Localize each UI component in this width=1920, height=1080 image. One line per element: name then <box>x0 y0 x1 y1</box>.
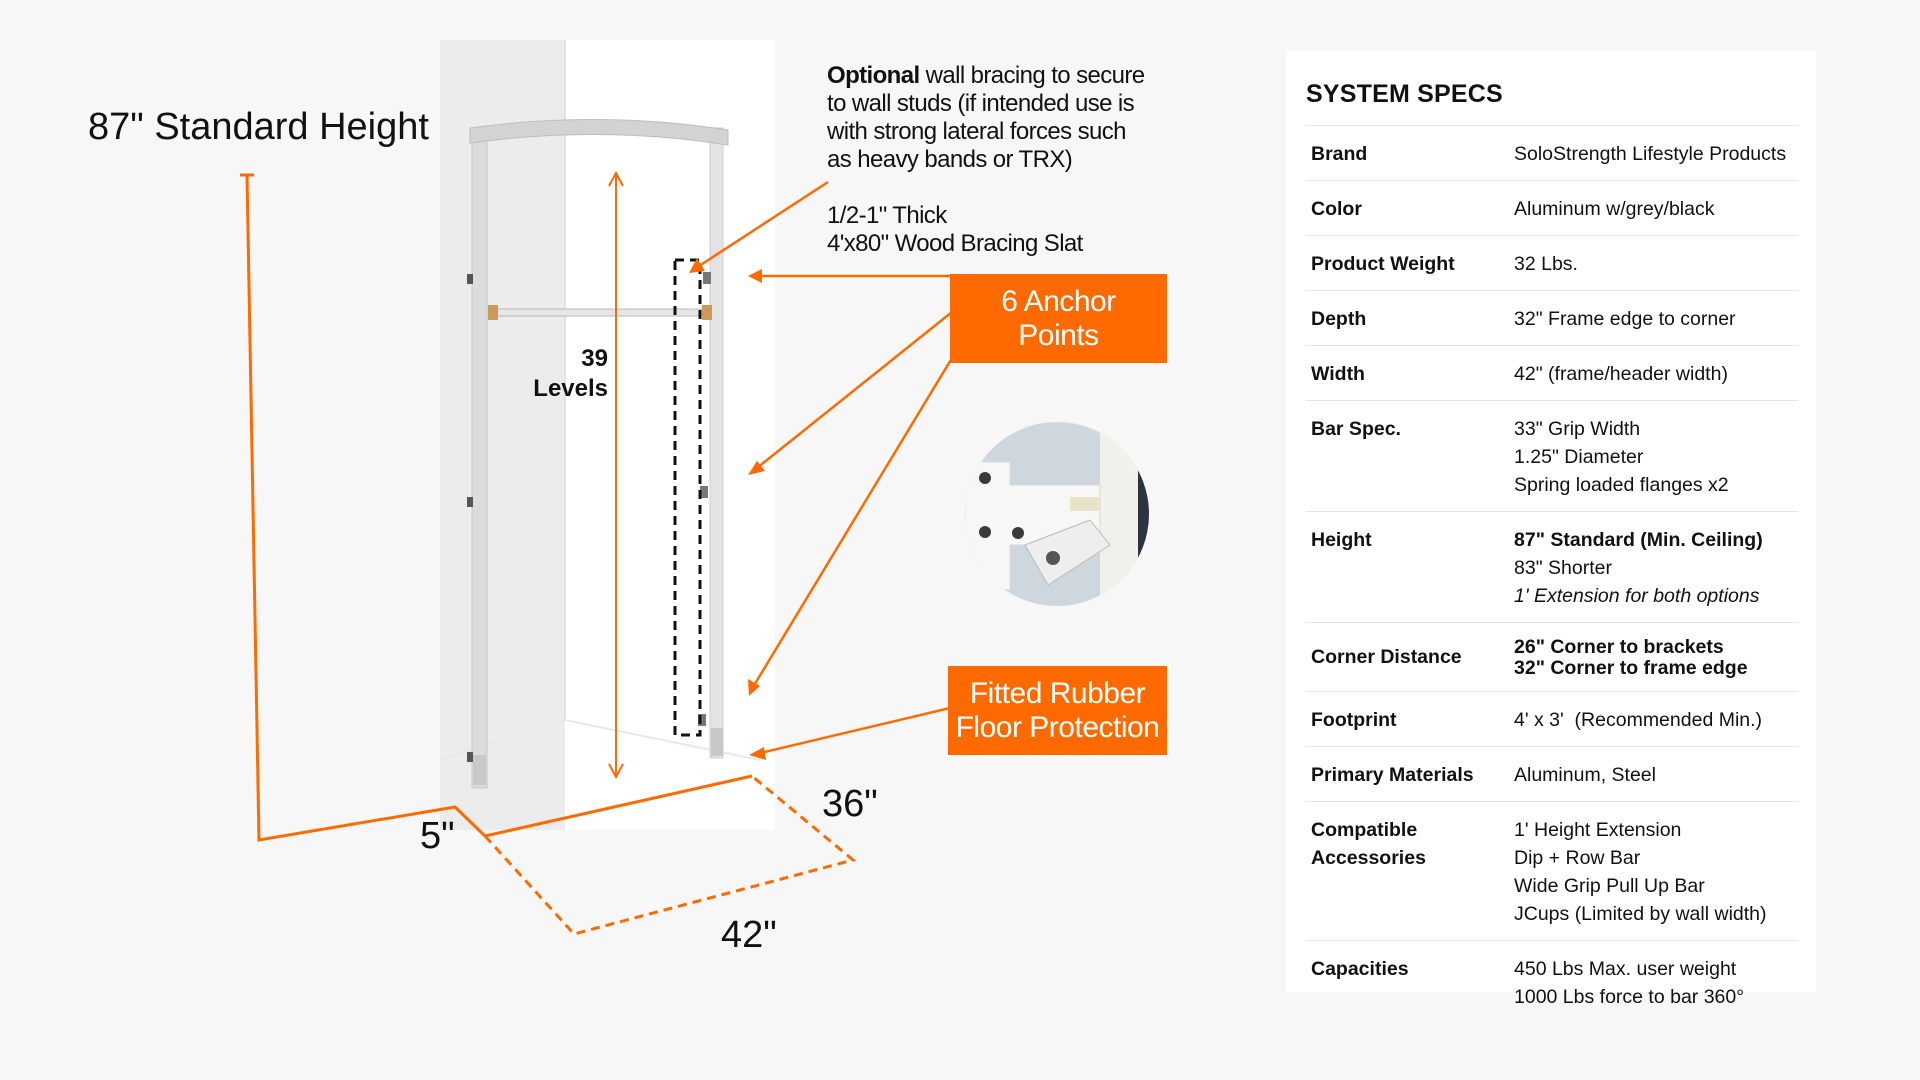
width-label: 42" <box>721 914 777 956</box>
spec-value: Wide Grip Pull Up Bar <box>1514 875 1705 897</box>
spec-value: Dip + Row Bar <box>1514 847 1641 869</box>
spec-value: 1' Height Extension <box>1514 819 1682 841</box>
anchor-3 <box>698 714 706 726</box>
optional-line-2: to wall studs (if intended use is <box>827 90 1135 117</box>
spec-row-brand: Brand SoloStrength Lifestyle Products <box>1306 125 1798 180</box>
spec-key: Product Weight <box>1311 253 1455 275</box>
front-depth-label: 36" <box>822 783 878 825</box>
spec-value: Aluminum, Steel <box>1514 764 1656 786</box>
spec-row-corner: Corner Distance 26" Corner to brackets 3… <box>1306 622 1798 691</box>
spec-value: 26" Corner to brackets <box>1514 636 1724 658</box>
bracing-line-2: 4'x80" Wood Bracing Slat <box>827 230 1083 257</box>
spec-key: Footprint <box>1311 709 1397 731</box>
spec-value: 1' Extension for both options <box>1514 585 1760 607</box>
bar-flange-left <box>488 305 498 320</box>
spec-row-bar: Bar Spec. 33" Grip Width 1.25" Diameter … <box>1306 400 1798 511</box>
spec-row-footprint: Footprint 4' x 3' (Recommended Min.) <box>1306 691 1798 746</box>
right-upright <box>709 127 724 759</box>
spec-key: Color <box>1311 198 1362 220</box>
anchor-2 <box>700 486 708 498</box>
optional-line-4: as heavy bands or TRX) <box>827 146 1073 173</box>
spec-value: 87" Standard (Min. Ceiling) <box>1514 529 1763 551</box>
spec-key: Depth <box>1311 308 1367 330</box>
spec-key: Width <box>1311 363 1365 385</box>
optional-arrow <box>695 180 829 270</box>
spec-value: 83" Shorter <box>1514 557 1612 579</box>
anchor-points-callout: 6 Anchor Points <box>950 274 1167 363</box>
optional-bracing-note: Optional wall bracing to secure to wall … <box>827 62 1207 174</box>
floor-edge <box>439 719 566 761</box>
spec-value: 4' x 3' (Recommended Min.) <box>1514 709 1763 731</box>
bracing-slat-note: 1/2-1" Thick 4'x80" Wood Bracing Slat <box>827 202 1207 258</box>
front-edge-line <box>484 774 753 838</box>
spec-value: 42" (frame/header width) <box>1514 363 1728 385</box>
optional-bold: Optional <box>827 62 920 89</box>
spec-key: Height <box>1311 529 1372 551</box>
specs-title: SYSTEM SPECS <box>1306 80 1503 108</box>
footprint-outline <box>483 774 857 936</box>
spec-value: 33" Grip Width <box>1514 418 1641 440</box>
levels-label: 39 Levels <box>530 344 608 404</box>
standard-height-label: 87" Standard Height <box>88 106 429 148</box>
spec-value: 1000 Lbs force to bar 360° <box>1514 986 1745 1008</box>
spec-row-depth: Depth 32" Frame edge to corner <box>1306 290 1798 345</box>
rubber-protection-callout: Fitted Rubber Floor Protection <box>948 666 1167 755</box>
rubber-line-2: Floor Protection <box>955 710 1160 744</box>
anchor-6 <box>467 752 473 762</box>
spec-value: JCups (Limited by wall width) <box>1514 903 1767 925</box>
optional-line-1: wall bracing to secure <box>925 62 1146 89</box>
anchor-arrow-bottom <box>748 357 954 693</box>
spec-key: Primary Materials <box>1311 764 1474 786</box>
side-depth-label: 5" <box>420 815 455 857</box>
bracket-closeup-photo <box>965 422 1149 606</box>
spec-key: Compatible Accessories <box>1311 819 1426 869</box>
height-dimension-line <box>245 174 487 842</box>
anchor-line-1: 6 Anchor <box>1001 284 1116 318</box>
spec-row-weight: Product Weight 32 Lbs. <box>1306 235 1798 290</box>
spec-row-capacities: Capacities 450 Lbs Max. user weight 1000… <box>1306 940 1798 1023</box>
bracing-slat-outline <box>673 258 702 737</box>
optional-line-3: with strong lateral forces such <box>827 118 1126 145</box>
rubber-arrow <box>751 706 951 757</box>
spec-value: 1.25" Diameter <box>1514 446 1644 468</box>
wall-right <box>565 40 775 830</box>
spec-value: 450 Lbs Max. user weight <box>1514 958 1737 980</box>
spec-row-accessories: Compatible Accessories 1' Height Extensi… <box>1306 801 1798 940</box>
anchor-5 <box>467 497 473 507</box>
header-bar <box>469 118 729 146</box>
spec-value: 32" Corner to frame edge <box>1514 657 1748 679</box>
spec-key: Capacities <box>1311 958 1409 980</box>
spec-value: 32 Lbs. <box>1514 253 1578 275</box>
anchor-line-2: Points <box>1018 318 1099 352</box>
floor-pad-right <box>711 728 723 756</box>
wall-left <box>440 40 565 830</box>
spec-row-width: Width 42" (frame/header width) <box>1306 345 1798 400</box>
frame-illustration <box>240 40 1149 936</box>
spec-value: Aluminum w/grey/black <box>1514 198 1715 220</box>
pullup-bar <box>489 308 711 317</box>
spec-key: Bar Spec. <box>1311 418 1401 440</box>
anchor-arrow-mid <box>751 311 953 473</box>
rubber-line-1: Fitted Rubber <box>969 676 1146 710</box>
spec-row-materials: Primary Materials Aluminum, Steel <box>1306 746 1798 801</box>
spec-value: Spring loaded flanges x2 <box>1514 474 1729 496</box>
anchor-4 <box>467 274 473 284</box>
spec-row-height: Height 87" Standard (Min. Ceiling) 83" S… <box>1306 511 1798 622</box>
levels-count: 39 <box>581 345 608 372</box>
floor-edge-right <box>564 719 761 761</box>
spec-row-color: Color Aluminum w/grey/black <box>1306 180 1798 235</box>
spec-value: 32" Frame edge to corner <box>1514 308 1736 330</box>
left-upright <box>471 127 488 789</box>
bar-flange-right <box>702 305 712 320</box>
system-specs-panel: SYSTEM SPECS Brand SoloStrength Lifestyl… <box>1286 50 1816 1008</box>
spec-value: SoloStrength Lifestyle Products <box>1514 143 1787 165</box>
floor-pad-left <box>473 755 486 785</box>
spec-key: Brand <box>1311 143 1368 165</box>
bracing-line-1: 1/2-1" Thick <box>827 202 947 229</box>
spec-key: Corner Distance <box>1311 646 1462 668</box>
anchor-1 <box>703 272 711 284</box>
levels-text: Levels <box>533 375 608 402</box>
